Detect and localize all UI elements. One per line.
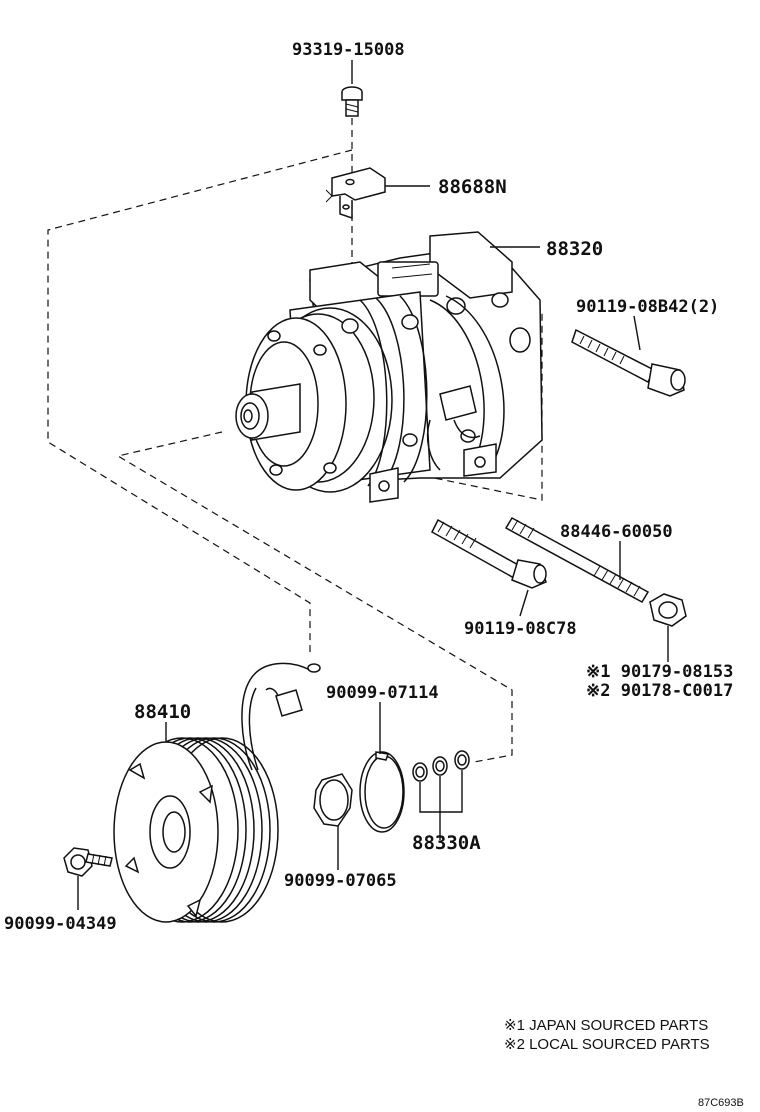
- label-nut-note-2: ※2 90178-C0017: [586, 681, 733, 701]
- label-bolt-90119-08c78: 90119-08C78: [464, 619, 577, 639]
- bolt-90099-04349-icon: [63, 847, 113, 877]
- label-snap-ring-90099-07114: 90099-07114: [326, 683, 439, 703]
- label-stud-88446: 88446-60050: [560, 522, 673, 542]
- bolt-90119-08c78-icon: [431, 518, 547, 589]
- retainer-90099-07065-icon: [313, 773, 353, 827]
- note-local-sourced: ※2 LOCAL SOURCED PARTS: [504, 1036, 710, 1053]
- shims-88330a-icon: [412, 750, 470, 782]
- label-clutch-88410: 88410: [134, 701, 191, 723]
- label-shims-88330a: 88330A: [412, 832, 481, 854]
- diagram-code: 87C693B: [698, 1097, 744, 1109]
- compressor-88320-icon: [235, 231, 543, 503]
- snap-ring-90099-07114-icon: [359, 751, 405, 833]
- label-compressor-88320: 88320: [546, 238, 603, 260]
- legend-notes: ※1 JAPAN SOURCED PARTS ※2 LOCAL SOURCED …: [504, 1017, 710, 1053]
- leader-lines: [77, 60, 669, 910]
- label-retainer-90099-07065: 90099-07065: [284, 871, 397, 891]
- part-labels: 93319-15008 88688N 88320 90119-08B42(2) …: [4, 40, 733, 934]
- label-bolt-90119-08b42: 90119-08B42(2): [576, 297, 719, 317]
- label-nut-note-1: ※1 90179-08153: [586, 662, 733, 682]
- clutch-88410-icon: [113, 662, 321, 923]
- bracket-88688n-icon: [325, 167, 386, 220]
- bolt-90119-08b42-icon: [571, 328, 686, 397]
- stud-88446-60050-icon: [504, 516, 650, 604]
- label-screw-93319: 93319-15008: [292, 40, 405, 60]
- note-japan-sourced: ※1 JAPAN SOURCED PARTS: [504, 1017, 708, 1034]
- screw-93319-icon: [341, 86, 363, 117]
- nut-90179-icon: [649, 593, 687, 627]
- label-bracket-88688n: 88688N: [438, 176, 507, 198]
- label-bolt-90099-04349: 90099-04349: [4, 914, 117, 934]
